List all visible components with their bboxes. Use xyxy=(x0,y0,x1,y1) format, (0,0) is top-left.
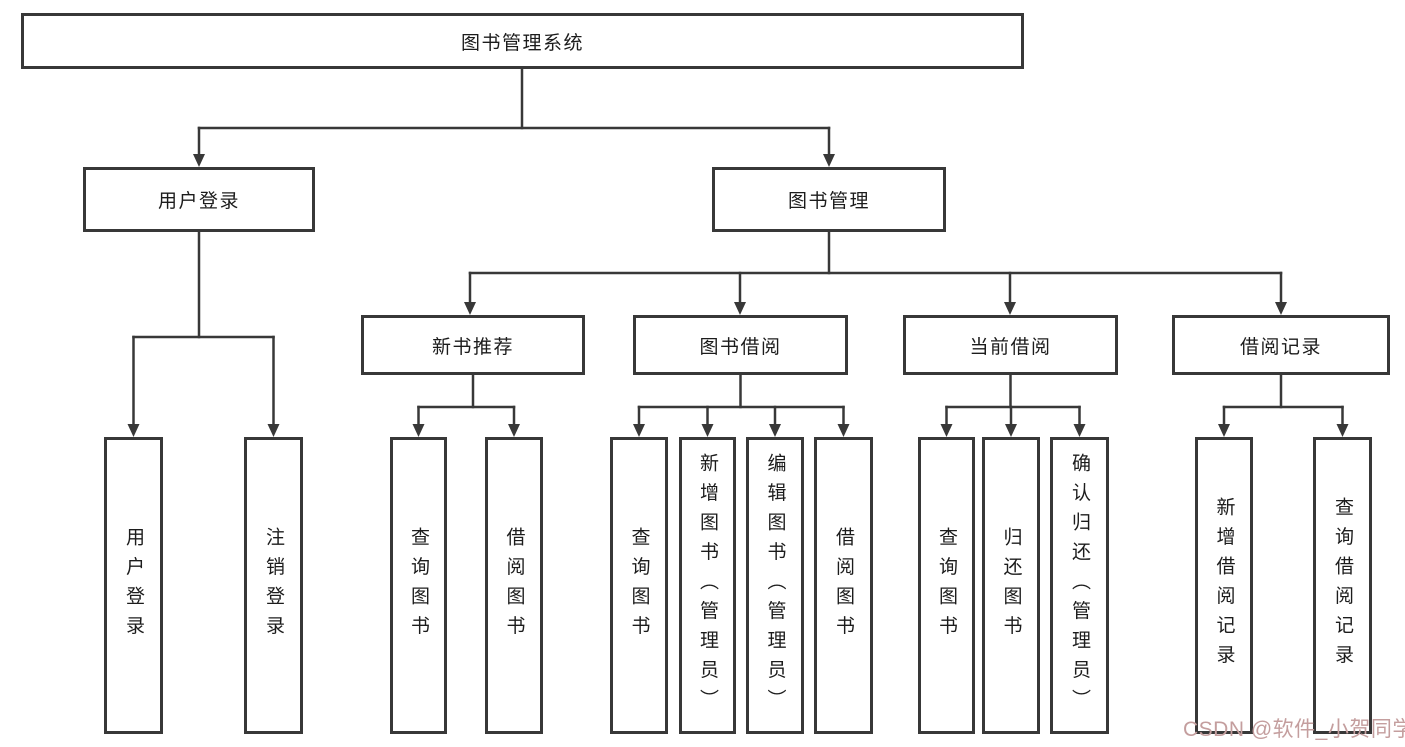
leaf-current-return-label: 归还图书 xyxy=(1000,526,1022,645)
leaf-logout-label: 注销登录 xyxy=(263,526,284,645)
leaf-user-login-label: 用户登录 xyxy=(123,526,144,645)
node-book-management-label: 图书管理 xyxy=(787,191,870,212)
csdn-watermark: CSDN @软件_小贺同学 xyxy=(1183,718,1405,741)
node-user-login: 用户登录 xyxy=(83,167,315,232)
node-new-book-recommend-label: 新书推荐 xyxy=(431,336,514,358)
node-current-borrow: 当前借阅 xyxy=(903,315,1118,375)
leaf-borrow-query-label: 查询图书 xyxy=(628,526,650,645)
leaf-user-login: 用户登录 xyxy=(104,437,163,734)
node-book-borrow-label: 图书借阅 xyxy=(699,336,782,358)
leaf-current-confirm-admin: 确认归还（管理员） xyxy=(1050,437,1109,734)
leaf-current-query: 查询图书 xyxy=(918,437,975,734)
leaf-borrow-book-label: 借阅图书 xyxy=(833,526,854,645)
leaf-newbook-borrow-label: 借阅图书 xyxy=(503,526,525,645)
node-new-book-recommend: 新书推荐 xyxy=(361,315,585,375)
leaf-record-query-label: 查询借阅记录 xyxy=(1332,497,1353,674)
leaf-borrow-book: 借阅图书 xyxy=(814,437,873,734)
node-book-management: 图书管理 xyxy=(712,167,946,232)
node-user-login-label: 用户登录 xyxy=(157,191,240,212)
leaf-newbook-query: 查询图书 xyxy=(390,437,447,734)
leaf-borrow-edit-admin: 编辑图书（管理员） xyxy=(746,437,804,734)
leaf-record-add: 新增借阅记录 xyxy=(1195,437,1253,734)
leaf-newbook-borrow: 借阅图书 xyxy=(485,437,543,734)
leaf-newbook-query-label: 查询图书 xyxy=(408,526,429,645)
leaf-borrow-add-admin: 新增图书（管理员） xyxy=(679,437,736,734)
leaf-current-confirm-admin-label: 确认归还（管理员） xyxy=(1069,452,1090,719)
leaf-record-add-label: 新增借阅记录 xyxy=(1213,497,1235,674)
leaf-record-query: 查询借阅记录 xyxy=(1313,437,1372,734)
node-current-borrow-label: 当前借阅 xyxy=(969,336,1052,358)
node-borrow-records-label: 借阅记录 xyxy=(1239,336,1322,358)
leaf-borrow-edit-admin-label: 编辑图书（管理员） xyxy=(764,452,786,719)
node-root-label: 图书管理系统 xyxy=(460,32,584,54)
leaf-logout: 注销登录 xyxy=(244,437,303,734)
node-book-borrow: 图书借阅 xyxy=(633,315,848,375)
node-borrow-records: 借阅记录 xyxy=(1172,315,1390,375)
leaf-borrow-add-admin-label: 新增图书（管理员） xyxy=(697,452,718,719)
leaf-borrow-query: 查询图书 xyxy=(610,437,668,734)
leaf-current-return: 归还图书 xyxy=(982,437,1040,734)
leaf-current-query-label: 查询图书 xyxy=(936,526,957,645)
node-root: 图书管理系统 xyxy=(21,13,1024,69)
